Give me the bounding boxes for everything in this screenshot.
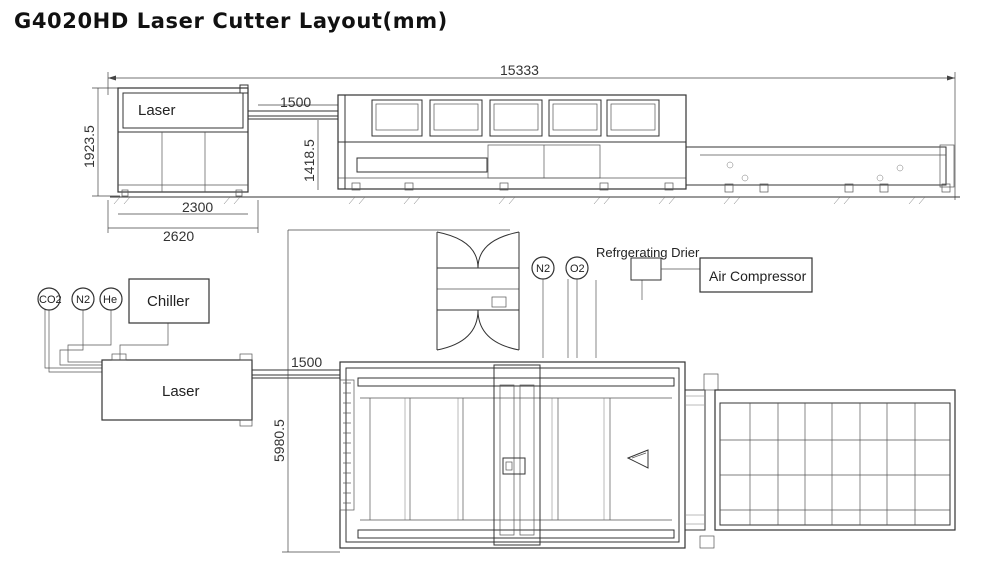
o2-label: O2 — [570, 263, 585, 275]
n2-left-label: N2 — [76, 294, 90, 306]
laser-plan-label: Laser — [162, 383, 200, 400]
refrigerating-drier-unit — [630, 257, 662, 281]
exchange-table-plan — [684, 373, 956, 549]
cutting-machine-plan — [339, 361, 686, 549]
chiller-unit — [128, 278, 210, 324]
co2-label: CO2 — [39, 294, 62, 306]
laser-source-side — [117, 87, 249, 193]
machine-width-label: 5980.5 — [271, 419, 287, 462]
overall-length-label: 15333 — [500, 62, 539, 78]
air-compressor-label: Air Compressor — [709, 268, 807, 284]
laser-footprint-label: 2620 — [163, 228, 194, 244]
laser-height-label: 1923.5 — [81, 125, 97, 168]
air-compressor-unit — [699, 257, 813, 293]
dust-extraction-unit — [436, 231, 520, 351]
laser-side-label: Laser — [138, 102, 176, 119]
he-label: He — [103, 294, 117, 306]
laser-source-plan — [101, 359, 253, 421]
side-elevation: 15333 1923.5 Laser 2300 2620 1500 1418.5 — [81, 62, 960, 244]
machine-height-label: 1418.5 — [301, 139, 317, 182]
gas-cylinders-left: CO2 N2 He — [37, 287, 123, 311]
refrigerating-drier-label: Refrgerating Drier — [596, 245, 700, 260]
exchange-table-side — [685, 146, 947, 186]
pipe-length-top-label: 1500 — [291, 354, 322, 370]
n2-right-label: N2 — [536, 263, 550, 275]
chiller-label: Chiller — [147, 293, 190, 310]
page-title: G4020HD Laser Cutter Layout(mm) — [14, 9, 448, 33]
pipe-length-side-label: 1500 — [280, 94, 311, 110]
plan-view: 5980.5 CO2 N2 He Chiller Laser — [37, 229, 956, 553]
laser-base-label: 2300 — [182, 199, 213, 215]
